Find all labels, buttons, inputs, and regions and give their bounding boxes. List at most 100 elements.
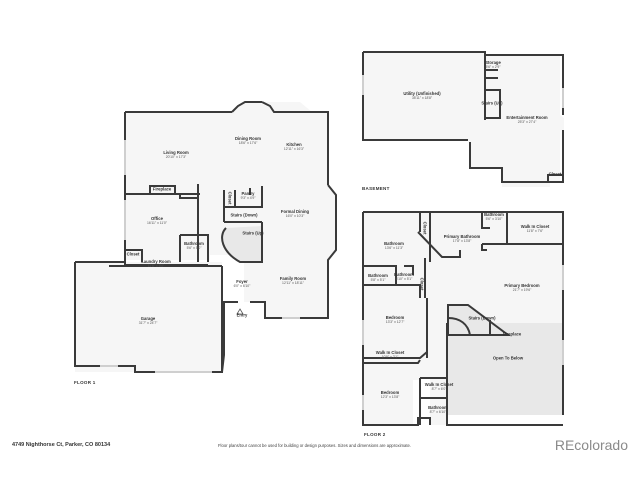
room-name: Bathroom bbox=[428, 404, 448, 410]
room-dims: 10'9" x 2'1" bbox=[381, 354, 399, 359]
room-name: Family Room bbox=[279, 275, 307, 281]
closet: Closet bbox=[419, 278, 424, 291]
fireplace: Fireplace bbox=[152, 186, 172, 193]
room-name: Office bbox=[151, 215, 163, 221]
floor-1-label: FLOOR 1 bbox=[74, 380, 96, 385]
room-name: Dining Room bbox=[234, 135, 262, 141]
room-name: Pantry bbox=[241, 190, 255, 196]
entry-label: Entry bbox=[236, 312, 248, 319]
room-dims: 21'7" x 19'6" bbox=[512, 287, 532, 292]
brand-logo: REcolorado bbox=[554, 437, 628, 453]
room-dims: 5'6" x 2'9" bbox=[485, 64, 501, 69]
closet: Closet bbox=[422, 222, 427, 235]
room-dims: 5'6" x 3'10" bbox=[485, 216, 503, 221]
closet: Closet bbox=[227, 192, 232, 205]
room-dims: 25'3" x 27'4" bbox=[517, 119, 537, 124]
room-dims: 5'8" x 5'1" bbox=[370, 277, 386, 282]
closet: Closet bbox=[126, 251, 140, 258]
room-name: Garage bbox=[140, 315, 156, 321]
room-name: Bedroom bbox=[385, 314, 405, 320]
room-name: Primary Bedroom bbox=[504, 282, 540, 288]
room-name: Closet bbox=[227, 191, 233, 205]
room-utility: Utility (Unfinished)35'11" x 18'8" bbox=[403, 90, 441, 100]
room-dims: 8'7" x 6'10" bbox=[429, 409, 447, 414]
room-name: Walk In Closet bbox=[520, 223, 550, 229]
room-dims: 6'10" x 5'1" bbox=[395, 276, 413, 281]
room-name: Living Room bbox=[163, 149, 189, 155]
entry-arrow-icon bbox=[236, 308, 244, 315]
room-dims: 9'3" x 4'9" bbox=[240, 195, 256, 200]
room-dims: 8'7" x 6'0" bbox=[431, 386, 447, 391]
room-dims: 18'6" x 17'6" bbox=[238, 140, 258, 145]
room-name: Fireplace bbox=[502, 331, 522, 337]
room-name: Bathroom bbox=[394, 271, 414, 277]
room-name: Utility (Unfinished) bbox=[403, 90, 441, 96]
room-dims: 31'7" x 24'7" bbox=[138, 320, 158, 325]
room-name: Stairs (Up) bbox=[481, 100, 503, 106]
stairs-up: Stairs (Up) bbox=[242, 230, 264, 237]
room-dims: 35'11" x 18'8" bbox=[411, 95, 433, 100]
room-name: Foyer bbox=[236, 278, 248, 284]
room-dims: 16'11" x 11'0" bbox=[147, 220, 167, 225]
room-dims: 11'6" x 5'0" bbox=[147, 263, 165, 268]
room-dims: 12'11" x 16'3" bbox=[283, 146, 305, 151]
room-dims: 11'8" x 7'6" bbox=[526, 228, 544, 233]
room-name: Open To Below bbox=[492, 355, 524, 361]
room-name: Bathroom bbox=[484, 211, 504, 217]
room-name: Walk In Closet bbox=[424, 381, 454, 387]
room-dims: 5'6" x 5'0" bbox=[186, 245, 202, 250]
room-dims: 12'11" x 18'11" bbox=[282, 280, 304, 285]
floor-2-label: FLOOR 2 bbox=[364, 432, 386, 437]
property-address: 4749 Nighthorse Ct, Parker, CO 80134 bbox=[12, 442, 111, 448]
room-name: Fireplace bbox=[152, 186, 172, 192]
closet: Closet bbox=[548, 171, 562, 178]
room-name: Closet bbox=[548, 171, 562, 177]
room-dims: 17'8" x 13'8" bbox=[452, 238, 472, 243]
room-name: Stairs (Up) bbox=[242, 230, 264, 236]
open-to-below: Open To Below bbox=[492, 355, 524, 362]
room-name: Closet bbox=[422, 221, 428, 235]
room-dims: 16'0" x 10'3" bbox=[285, 213, 305, 218]
room-name: Entry bbox=[236, 312, 248, 318]
fireplace: Fireplace bbox=[502, 331, 522, 338]
room-name: Closet bbox=[419, 277, 425, 291]
room-name: Bathroom bbox=[368, 272, 388, 278]
room-name: Kitchen bbox=[286, 141, 302, 147]
room-dims: 13'3" x 12'7" bbox=[385, 319, 405, 324]
room-name: Laundry Room bbox=[141, 258, 171, 264]
room-name: Walk In Closet bbox=[375, 349, 405, 355]
room-name: Formal Dining bbox=[280, 208, 310, 214]
room-name: Primary Bathroom bbox=[443, 233, 481, 239]
stairs-down: Stairs (Down) bbox=[231, 213, 258, 219]
stairs-up: Stairs (Up) bbox=[481, 100, 503, 107]
room-name: Bathroom bbox=[184, 240, 204, 246]
room-dims: 13'6" x 11'3" bbox=[384, 245, 404, 250]
room-dims: 12'3" x 13'8" bbox=[380, 394, 400, 399]
room-name: Closet bbox=[126, 251, 140, 257]
